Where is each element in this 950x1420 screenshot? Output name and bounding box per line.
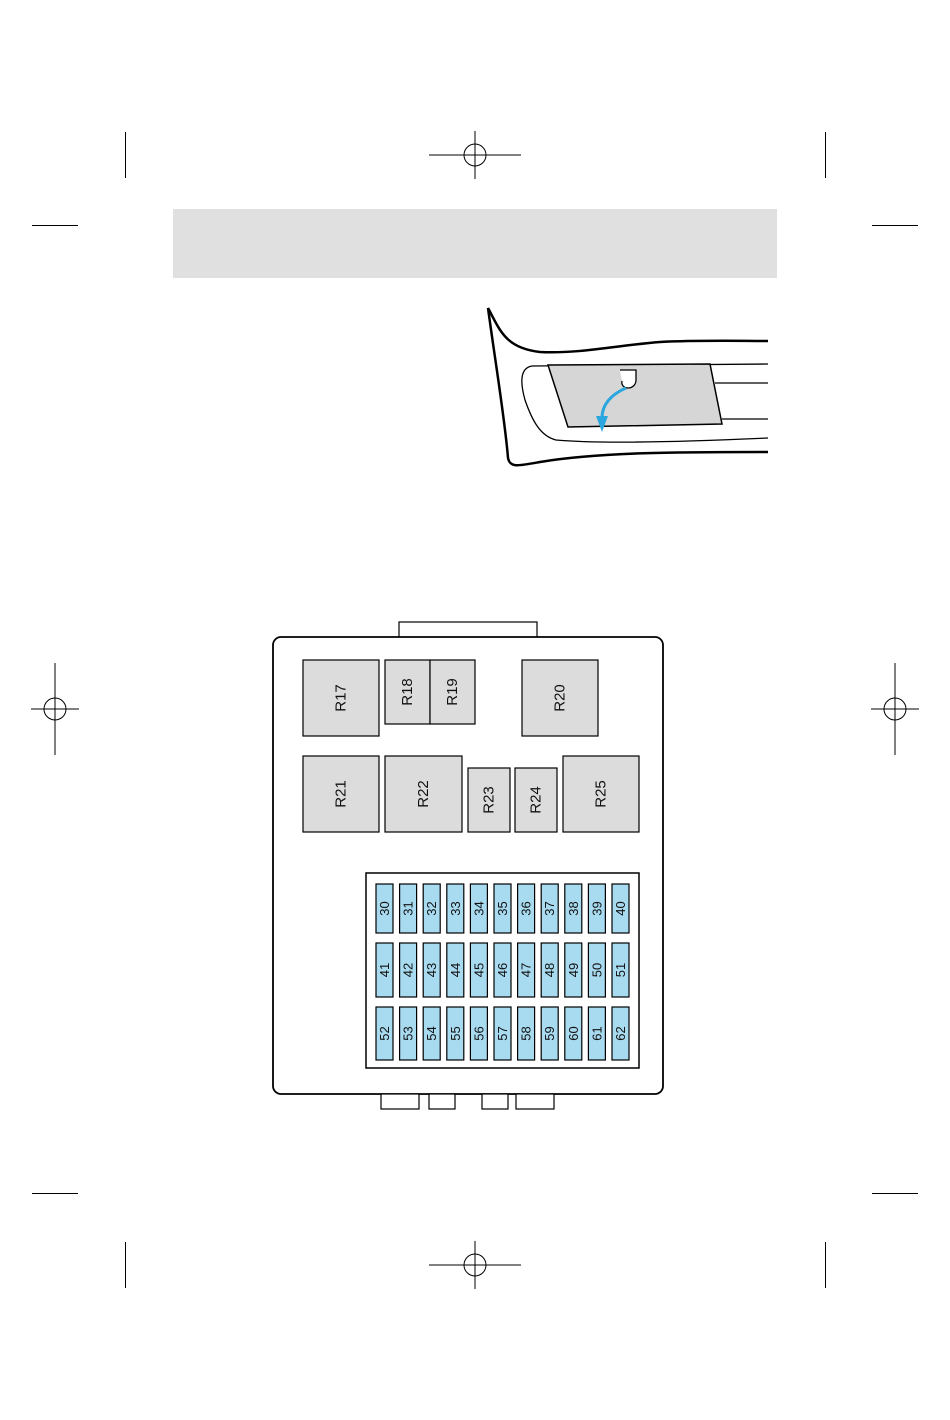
fuse-45: 45	[470, 943, 487, 997]
fuse-57-label: 57	[495, 1026, 510, 1040]
fuse-panel-cover-illustration	[488, 308, 768, 465]
fuse-47: 47	[518, 943, 535, 997]
fuse-57: 57	[494, 1007, 511, 1060]
relay-r19-label: R19	[444, 678, 461, 706]
fuse-46-label: 46	[495, 963, 510, 977]
fuse-38-label: 38	[566, 901, 581, 915]
relay-r20: R20	[522, 660, 598, 736]
fuse-36: 36	[518, 884, 535, 933]
relay-r21: R21	[303, 756, 379, 832]
fuse-30-label: 30	[377, 901, 392, 915]
fuse-36-label: 36	[519, 901, 534, 915]
fuse-48-label: 48	[542, 963, 557, 977]
fuse-52-label: 52	[377, 1026, 392, 1040]
fuse-45-label: 45	[471, 963, 486, 977]
fuse-62-label: 62	[613, 1026, 628, 1040]
fuse-56: 56	[470, 1007, 487, 1060]
fuse-41-label: 41	[377, 963, 392, 977]
relay-r17-label: R17	[333, 684, 350, 712]
fuse-54-label: 54	[424, 1026, 439, 1040]
relay-r23: R23	[468, 768, 510, 832]
fuse-37-label: 37	[542, 901, 557, 915]
fuse-group: 30 31 32 33 34 35 36 37 38 39 40 41 42 43 44 45 46 47 48 49…	[376, 884, 629, 1060]
fuse-33: 33	[447, 884, 464, 933]
fuse-51: 51	[612, 943, 629, 997]
fuse-49: 49	[565, 943, 582, 997]
registration-target-icon	[429, 131, 521, 179]
fuse-59-label: 59	[542, 1026, 557, 1040]
fuse-35-label: 35	[495, 901, 510, 915]
fuse-55: 55	[447, 1007, 464, 1060]
fuse-46: 46	[494, 943, 511, 997]
relay-r25: R25	[563, 756, 639, 832]
fuse-32: 32	[423, 884, 440, 933]
relay-r24-label: R24	[528, 786, 545, 814]
fuse-33-label: 33	[448, 901, 463, 915]
fuse-43-label: 43	[424, 963, 439, 977]
fuse-39: 39	[588, 884, 605, 933]
relay-r17: R17	[303, 660, 379, 736]
fuse-61-label: 61	[589, 1026, 604, 1040]
fuse-60: 60	[565, 1007, 582, 1060]
fuse-58: 58	[518, 1007, 535, 1060]
fuse-58-label: 58	[519, 1026, 534, 1040]
fuse-47-label: 47	[519, 963, 534, 977]
fuse-50: 50	[588, 943, 605, 997]
fuse-42: 42	[400, 943, 417, 997]
fuse-48: 48	[541, 943, 558, 997]
fuse-50-label: 50	[589, 963, 604, 977]
relay-r18: R18	[385, 660, 430, 724]
fuse-30: 30	[376, 884, 393, 933]
relay-r22: R22	[385, 756, 462, 832]
fuse-42-label: 42	[401, 963, 416, 977]
relay-r20-label: R20	[552, 684, 569, 712]
fuse-44-label: 44	[448, 963, 463, 977]
fuse-31-label: 31	[401, 901, 416, 915]
fuse-43: 43	[423, 943, 440, 997]
fuse-59: 59	[541, 1007, 558, 1060]
fuse-40-label: 40	[613, 901, 628, 915]
fuse-40: 40	[612, 884, 629, 933]
fuse-31: 31	[400, 884, 417, 933]
fuse-38: 38	[565, 884, 582, 933]
fuse-34: 34	[470, 884, 487, 933]
fuse-44: 44	[447, 943, 464, 997]
relay-r25-label: R25	[593, 780, 610, 808]
relay-r22-label: R22	[415, 780, 432, 808]
fuse-53: 53	[400, 1007, 417, 1060]
registration-target-icon	[31, 663, 79, 755]
relay-r19: R19	[430, 660, 475, 724]
fuse-60-label: 60	[566, 1026, 581, 1040]
fuse-39-label: 39	[589, 901, 604, 915]
registration-target-icon	[429, 1241, 521, 1289]
fuse-35: 35	[494, 884, 511, 933]
fuse-41: 41	[376, 943, 393, 997]
fuse-56-label: 56	[471, 1026, 486, 1040]
relay-r23-label: R23	[481, 786, 498, 814]
registration-target-icon	[871, 663, 919, 755]
fuse-61: 61	[588, 1007, 605, 1060]
fuse-32-label: 32	[424, 901, 439, 915]
fuse-52: 52	[376, 1007, 393, 1060]
fuse-53-label: 53	[401, 1026, 416, 1040]
relay-r21-label: R21	[333, 780, 350, 808]
fuse-51-label: 51	[613, 963, 628, 977]
fuse-55-label: 55	[448, 1026, 463, 1040]
relay-r24: R24	[515, 768, 557, 832]
fuse-34-label: 34	[471, 901, 486, 915]
fuse-49-label: 49	[566, 963, 581, 977]
fuse-37: 37	[541, 884, 558, 933]
fuse-54: 54	[423, 1007, 440, 1060]
fuse-62: 62	[612, 1007, 629, 1060]
relay-r18-label: R18	[399, 678, 416, 706]
